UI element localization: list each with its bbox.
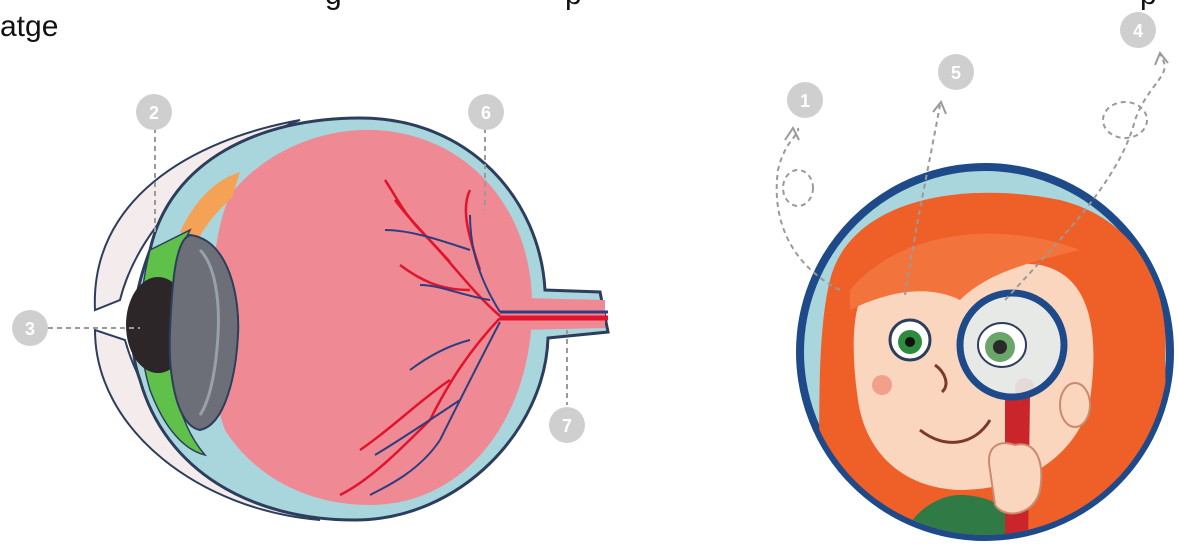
optic-nerve	[520, 298, 605, 330]
eye-anatomy	[95, 118, 608, 520]
girl-illustration	[800, 167, 1170, 545]
badge-3-label: 3	[25, 319, 35, 339]
badge-1-label: 1	[800, 91, 810, 111]
vitreous-body	[211, 130, 533, 505]
badge-1: 1	[787, 82, 823, 118]
badge-6: 6	[468, 94, 504, 130]
badge-5: 5	[938, 54, 974, 90]
badge-5-label: 5	[951, 63, 961, 83]
badge-7: 7	[549, 407, 585, 443]
badge-7-label: 7	[562, 416, 572, 436]
badge-6-label: 6	[481, 103, 491, 123]
badge-3: 3	[12, 310, 48, 346]
badge-2-label: 2	[149, 103, 159, 123]
badge-2: 2	[136, 94, 172, 130]
badge-4-label: 4	[1133, 21, 1143, 41]
badge-4: 4	[1120, 12, 1156, 48]
